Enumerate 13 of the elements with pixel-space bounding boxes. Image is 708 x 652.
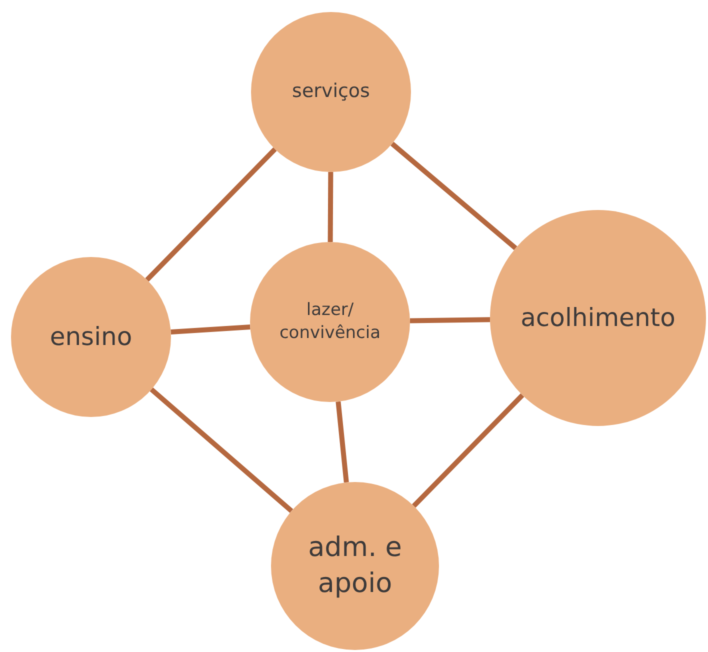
connector-line — [170, 324, 250, 334]
connector-line — [328, 172, 334, 242]
topic-label: ensino — [50, 321, 132, 354]
connector-line — [412, 393, 524, 508]
connector-line — [336, 401, 349, 483]
topic-label: adm. e apoio — [307, 530, 403, 601]
topic-label: acolhimento — [520, 302, 676, 334]
connector-line — [150, 388, 294, 513]
connector-line — [410, 317, 490, 324]
connector-line — [145, 147, 277, 282]
topic-label: lazer/ convivência — [278, 299, 382, 345]
connector-line — [390, 142, 518, 250]
topic-label: serviços — [292, 79, 370, 104]
